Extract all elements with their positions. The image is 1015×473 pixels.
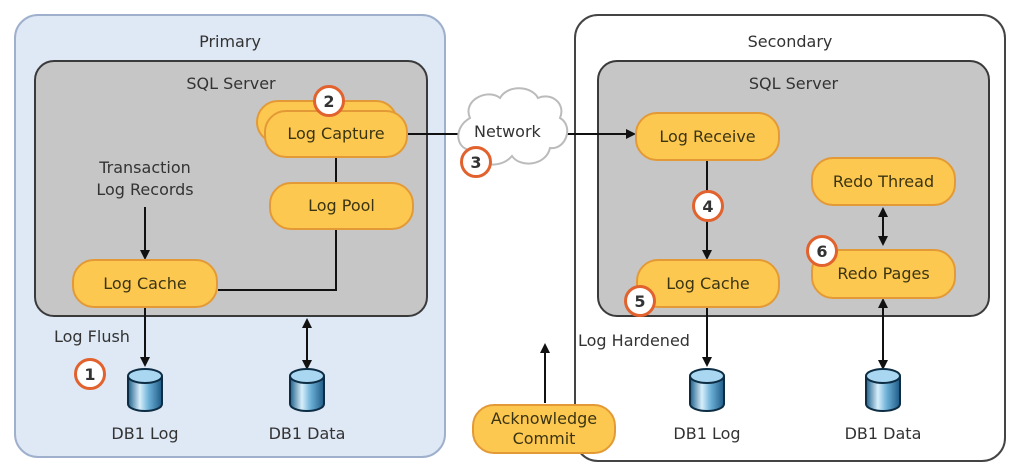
transaction-label-line1: Transaction (99, 158, 191, 177)
log-flush-label: Log Flush (54, 327, 130, 346)
db1-data-secondary-label: DB1 Data (844, 424, 922, 443)
acknowledge-line1: Acknowledge (490, 409, 598, 428)
db-data-primary-icon (289, 368, 325, 412)
db1-log-primary-label: DB1 Log (111, 424, 179, 443)
step-badge-3: 3 (460, 146, 492, 178)
acknowledge-line2: Commit (512, 429, 576, 448)
log-capture-node[interactable]: Log Capture (264, 110, 408, 158)
log-cache-secondary-node[interactable]: Log Cache (636, 259, 780, 308)
db-log-secondary-icon (689, 368, 725, 412)
step-badge-5: 5 (624, 285, 656, 317)
db-data-secondary-icon (865, 368, 901, 412)
step-badge-4: 4 (692, 190, 724, 222)
log-pool-node[interactable]: Log Pool (269, 182, 414, 230)
db-log-primary-icon (127, 368, 163, 412)
line-pool-to-cache (218, 230, 337, 291)
primary-sql-server-title: SQL Server (186, 74, 276, 93)
transaction-label-line2: Log Records (96, 180, 194, 199)
transaction-log-records-label: Transaction Log Records (95, 158, 195, 199)
step-badge-1: 1 (74, 358, 106, 390)
acknowledge-commit-node[interactable]: Acknowledge Commit (472, 404, 616, 454)
secondary-sql-server-title: SQL Server (748, 74, 839, 93)
log-cache-primary-node[interactable]: Log Cache (72, 259, 218, 308)
step-badge-2: 2 (313, 85, 345, 117)
log-hardened-label: Log Hardened (578, 331, 690, 350)
db1-log-secondary-label: DB1 Log (673, 424, 741, 443)
step-badge-6: 6 (806, 235, 838, 267)
secondary-title: Secondary (747, 32, 833, 51)
db1-data-primary-label: DB1 Data (268, 424, 346, 443)
redo-thread-node[interactable]: Redo Thread (811, 157, 956, 206)
log-receive-node[interactable]: Log Receive (635, 112, 780, 161)
network-label: Network (474, 122, 541, 141)
primary-title: Primary (199, 32, 261, 51)
